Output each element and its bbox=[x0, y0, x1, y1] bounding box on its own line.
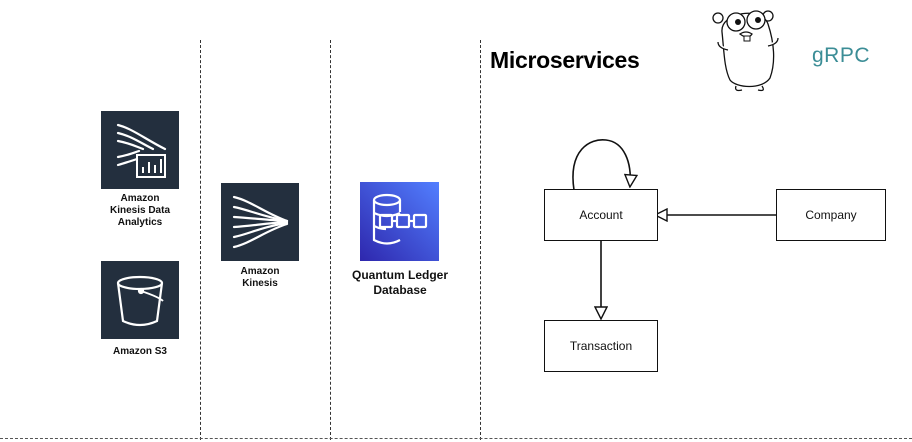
microservices-title: Microservices bbox=[490, 47, 640, 73]
qldb-icon bbox=[360, 182, 439, 261]
kinesis-label: Amazon Kinesis bbox=[240, 266, 280, 289]
kinesis-data-analytics-label: Amazon Kinesis Data Analytics bbox=[109, 193, 171, 228]
bottom-divider bbox=[0, 438, 912, 439]
kinesis-data-analytics-icon bbox=[101, 111, 179, 189]
qldb-label: Quantum Ledger Database bbox=[351, 268, 448, 297]
go-gopher-icon bbox=[712, 10, 779, 92]
column-divider-3 bbox=[480, 40, 481, 440]
s3-label: Amazon S3 bbox=[113, 346, 167, 357]
column-divider-2 bbox=[330, 40, 331, 440]
account-self-loop bbox=[572, 139, 630, 191]
column-divider-1 bbox=[200, 40, 201, 440]
account-node[interactable]: Account bbox=[544, 189, 658, 241]
kinesis-icon bbox=[221, 183, 299, 261]
bucket-icon bbox=[101, 261, 179, 339]
company-node[interactable]: Company bbox=[776, 189, 886, 241]
transaction-node[interactable]: Transaction bbox=[544, 320, 658, 372]
grpc-logo: gRPC bbox=[812, 44, 871, 67]
